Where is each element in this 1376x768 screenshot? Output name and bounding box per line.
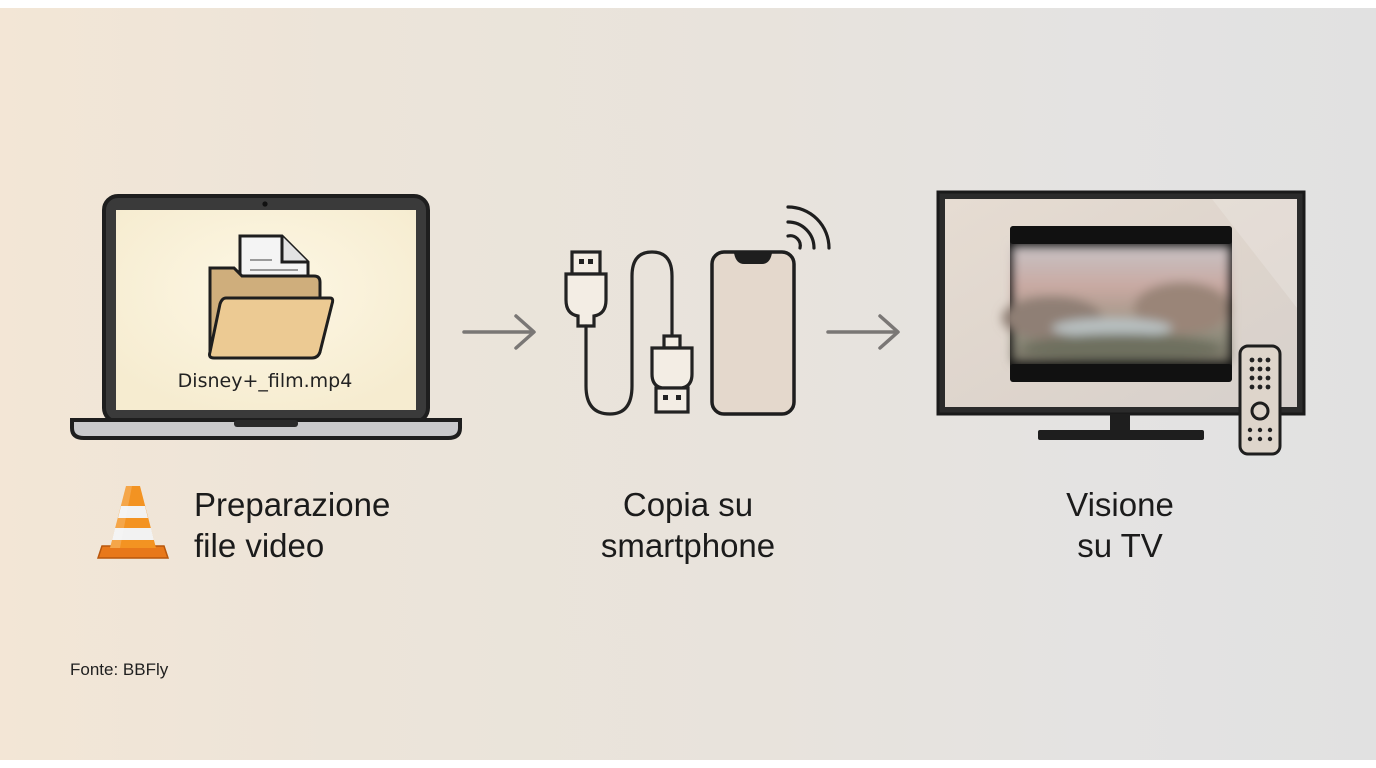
step-label-prepare: Preparazione file video xyxy=(194,484,390,566)
step-label-watch-line-2: su TV xyxy=(1077,527,1163,564)
step-label-watch: Visione su TV xyxy=(1020,484,1220,566)
step-label-copy-line-2: smartphone xyxy=(600,527,776,564)
step-label-copy-line-1: Copia su xyxy=(622,486,754,523)
file-name-label: Disney+_film.mp4 xyxy=(177,370,353,392)
usb-cable-smartphone-icon xyxy=(564,205,831,416)
vlc-cone-icon xyxy=(96,486,170,559)
step-label-prepare-line-2: file video xyxy=(194,527,325,564)
step-label-watch-line-1: Visione xyxy=(1066,486,1174,523)
tv-remote-icon xyxy=(936,190,1306,456)
step-label-prepare-line-1: Preparazione xyxy=(194,486,391,523)
arrow-right-icon xyxy=(826,314,900,350)
arrow-right-icon xyxy=(462,314,536,350)
step-label-copy: Copia su smartphone xyxy=(578,484,798,566)
laptop-folder-icon xyxy=(70,194,462,440)
source-caption: Fonte: BBFly xyxy=(70,660,169,679)
